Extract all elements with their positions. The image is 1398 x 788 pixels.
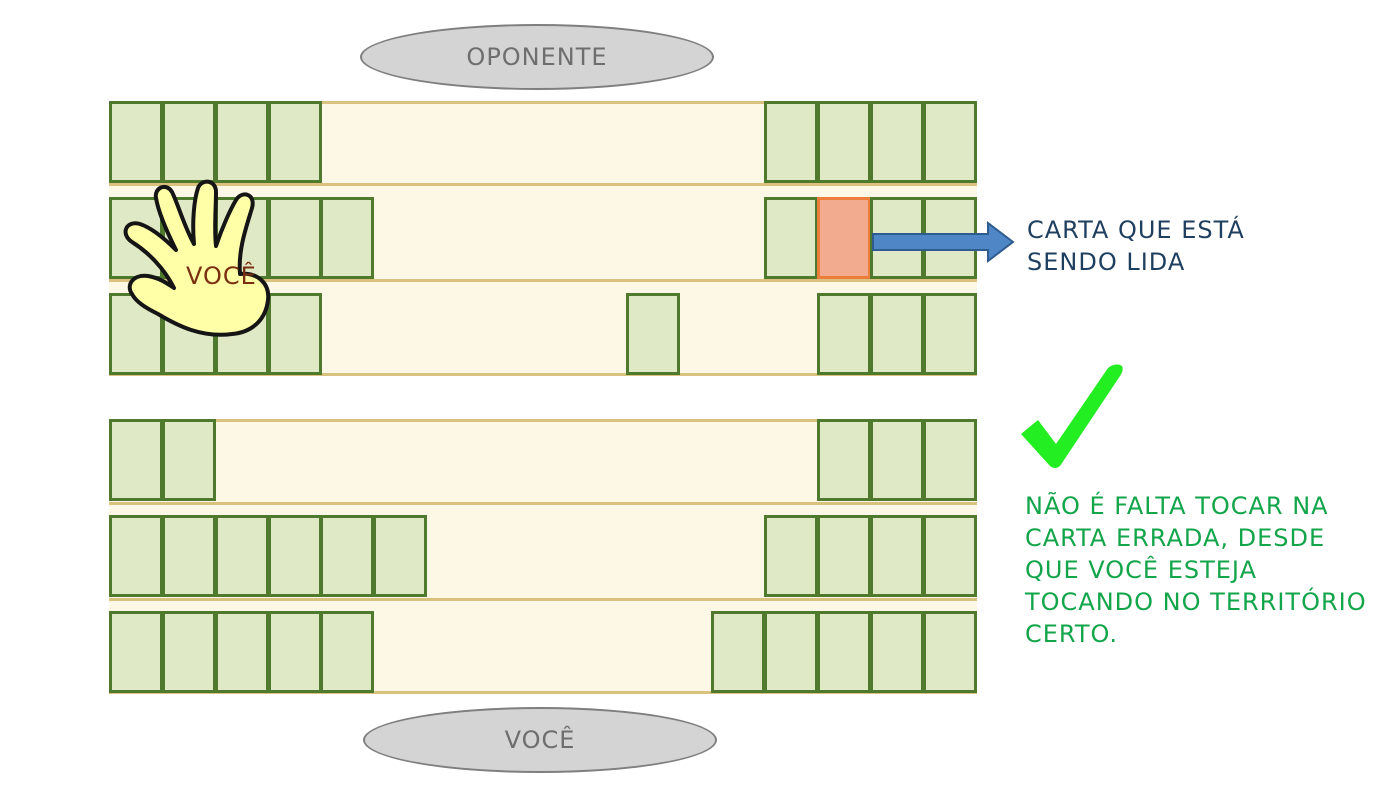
card[interactable] [373, 515, 427, 597]
hand-label: VOCÊ [186, 262, 257, 290]
card[interactable] [817, 515, 871, 597]
card[interactable] [109, 419, 163, 501]
card[interactable] [817, 101, 871, 183]
arrow-note: CARTA QUE ESTÁ SENDO LIDA [1027, 214, 1245, 278]
card[interactable] [764, 515, 818, 597]
card[interactable] [320, 197, 374, 279]
card[interactable] [109, 293, 163, 375]
card[interactable] [923, 101, 977, 183]
card[interactable] [162, 515, 216, 597]
rule-note-line: NÃO É FALTA TOCAR NA [1025, 492, 1329, 520]
card[interactable] [923, 515, 977, 597]
row-divider [109, 183, 977, 186]
card[interactable] [764, 611, 818, 693]
card[interactable] [268, 101, 322, 183]
card[interactable] [817, 611, 871, 693]
card[interactable] [215, 611, 269, 693]
card[interactable] [870, 101, 924, 183]
card[interactable] [923, 419, 977, 501]
card[interactable] [268, 293, 322, 375]
rule-note: NÃO É FALTA TOCAR NA CARTA ERRADA, DESDE… [1025, 490, 1367, 650]
card[interactable] [764, 101, 818, 183]
card[interactable] [109, 515, 163, 597]
rule-note-line: CERTO. [1025, 620, 1119, 648]
card[interactable] [109, 101, 163, 183]
rule-note-line: TOCANDO NO TERRITÓRIO [1025, 588, 1367, 616]
card-being-read[interactable] [817, 197, 871, 279]
card[interactable] [626, 293, 680, 375]
card[interactable] [162, 419, 216, 501]
row-divider [109, 502, 977, 505]
card[interactable] [268, 515, 322, 597]
card[interactable] [764, 197, 818, 279]
card[interactable] [817, 293, 871, 375]
card[interactable] [109, 197, 163, 279]
card[interactable] [923, 293, 977, 375]
rule-note-line: QUE VOCÊ ESTEJA [1025, 556, 1257, 584]
card[interactable] [215, 515, 269, 597]
opponent-label: OPONENTE [360, 24, 714, 90]
arrow-icon [872, 220, 1015, 264]
card[interactable] [870, 515, 924, 597]
row-divider [109, 598, 977, 601]
card[interactable] [870, 419, 924, 501]
card[interactable] [320, 611, 374, 693]
checkmark-icon [1021, 364, 1123, 468]
player-label: VOCÊ [363, 707, 717, 773]
card[interactable] [923, 611, 977, 693]
card[interactable] [215, 101, 269, 183]
card[interactable] [109, 611, 163, 693]
card[interactable] [817, 419, 871, 501]
card[interactable] [711, 611, 765, 693]
card[interactable] [162, 101, 216, 183]
arrow-note-line: CARTA QUE ESTÁ [1027, 216, 1245, 244]
row-divider [109, 279, 977, 282]
hand-icon [123, 179, 271, 337]
rule-note-line: CARTA ERRADA, DESDE [1025, 524, 1326, 552]
card[interactable] [870, 293, 924, 375]
card[interactable] [268, 611, 322, 693]
card[interactable] [162, 611, 216, 693]
arrow-note-line: SENDO LIDA [1027, 248, 1186, 276]
card[interactable] [870, 611, 924, 693]
card[interactable] [320, 515, 374, 597]
